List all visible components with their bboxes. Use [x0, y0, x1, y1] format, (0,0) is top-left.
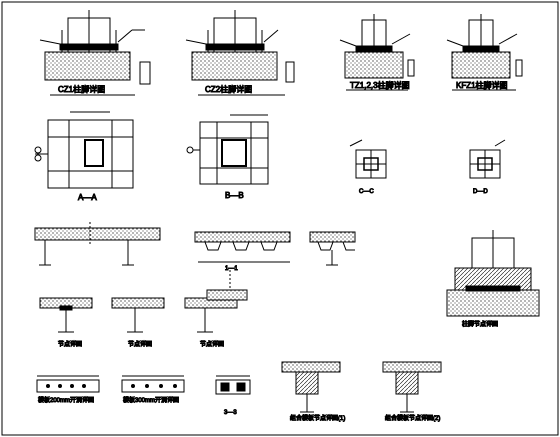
one-label: 1—1 — [225, 266, 238, 272]
slab-section-small — [309, 231, 356, 266]
node-detail-a — [39, 297, 93, 333]
cz1-detail — [39, 10, 151, 96]
beam2-label: 组合楼板节点详图(2) — [385, 414, 440, 422]
column-base-elevation — [446, 230, 540, 317]
beam1-label: 组合楼板节点详图(1) — [290, 414, 345, 422]
node-a-label: 节点详图 — [58, 340, 82, 348]
dd-section — [469, 139, 506, 179]
beam1-detail — [281, 361, 341, 413]
bb-section — [186, 114, 269, 185]
beam2-detail — [382, 361, 442, 413]
node-detail-c — [184, 297, 238, 333]
kfz-label: KFZ1柱脚详图 — [456, 80, 508, 90]
node-b-label: 节点详图 — [128, 340, 152, 348]
cz1-label: CZ1柱脚详图 — [58, 84, 105, 94]
slab-section-long — [34, 222, 161, 266]
node-detail-d — [206, 270, 248, 301]
plate300-detail — [121, 375, 185, 393]
slab-section-1-1 — [194, 231, 291, 263]
tz-detail — [339, 14, 415, 91]
plate300-label: 楼板300mm开洞详图 — [123, 396, 179, 404]
cc-section — [349, 139, 387, 179]
three-detail — [215, 375, 251, 395]
plate200-label: 楼板200mm开洞详图 — [38, 396, 94, 404]
aa-label: A—A — [78, 193, 97, 202]
tz-label: TZ1,2,3柱脚详图 — [350, 80, 410, 90]
kfz-detail — [446, 14, 523, 91]
node-detail-b — [111, 297, 165, 333]
bb-label: B—B — [225, 191, 244, 200]
plate200-detail — [36, 375, 100, 393]
aa-section — [34, 111, 134, 189]
col-base-label: 柱脚节点详图 — [462, 320, 498, 328]
three-label: 3—3 — [224, 410, 237, 416]
cz2-detail — [185, 10, 295, 96]
node-c-label: 节点详图 — [200, 340, 224, 348]
cz2-label: CZ2柱脚详图 — [205, 84, 252, 94]
dd-label: D—D — [473, 189, 488, 195]
cc-label: C—C — [359, 189, 374, 195]
